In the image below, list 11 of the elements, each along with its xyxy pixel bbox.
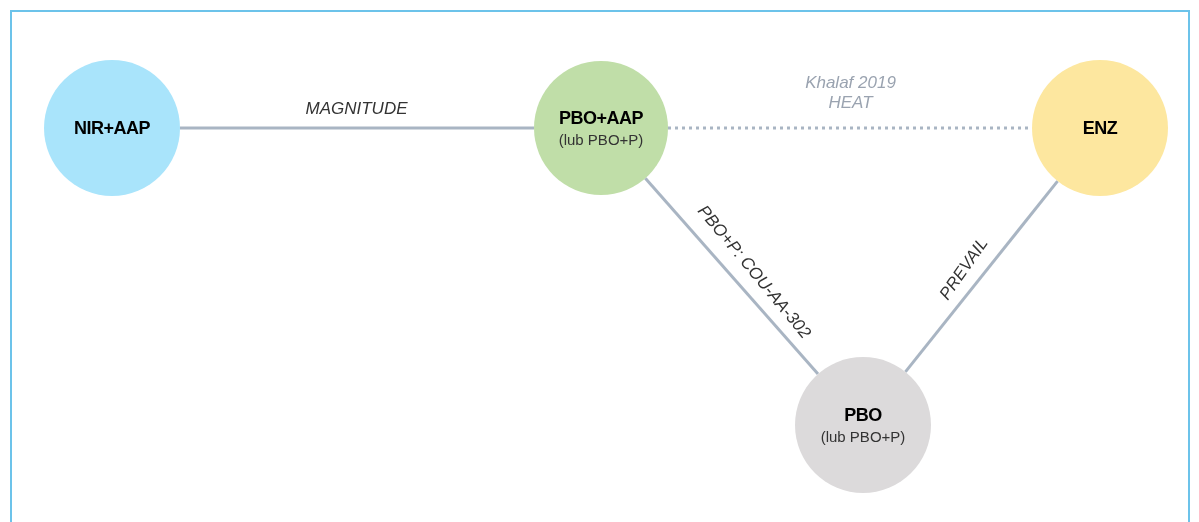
node-title: ENZ — [1082, 117, 1118, 140]
edge-label: Khalaf 2019 HEAT — [804, 73, 897, 113]
node-title: PBO+AAP — [559, 107, 643, 130]
connector-line — [180, 126, 534, 130]
node-subtitle: (lub PBO+P) — [558, 130, 644, 150]
connector-line — [644, 177, 820, 375]
connector-line — [904, 180, 1059, 373]
edge-label: MAGNITUDE — [305, 99, 408, 119]
node-subtitle: (lub PBO+P) — [820, 427, 906, 447]
node-title: NIR+AAP — [74, 117, 150, 140]
node-title: PBO — [844, 404, 882, 427]
